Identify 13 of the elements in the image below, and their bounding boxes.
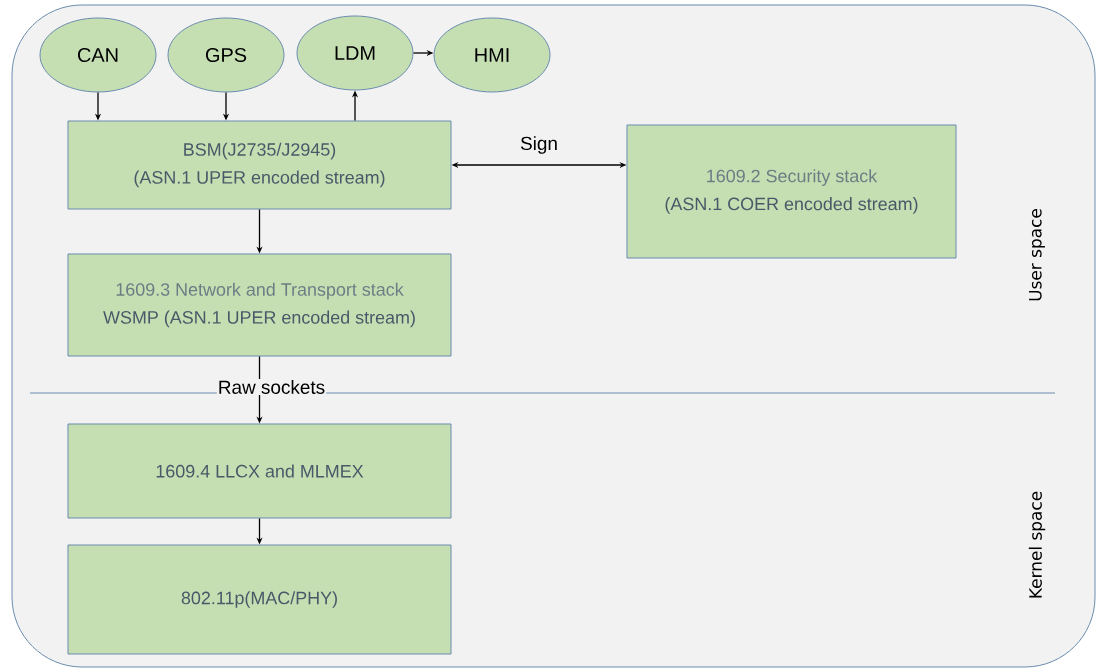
ellipse-node: LDM [296, 15, 414, 91]
side-label: Kernel space [1028, 491, 1046, 598]
ellipse-node: CAN [39, 17, 157, 93]
process-box: 1609.2 Security stack (ASN.1 COER encoded stream) [626, 124, 957, 259]
process-box: 1609.4 LLCX and MLMEX [67, 423, 452, 519]
edge-label: Raw sockets [216, 379, 327, 395]
process-box: BSM(J2735/J2945) (ASN.1 UPER encoded stream) [67, 120, 452, 210]
side-label: User space [1029, 209, 1045, 301]
ellipse-node: HMI [433, 17, 551, 93]
process-box: 802.11p(MAC/PHY) [67, 544, 452, 655]
edge-label: Sign [519, 135, 559, 155]
process-box: 1609.3 Network and Transport stack WSMP (ASN.1 UPER encoded stream) [67, 253, 452, 357]
ellipse-node: GPS [167, 17, 285, 93]
